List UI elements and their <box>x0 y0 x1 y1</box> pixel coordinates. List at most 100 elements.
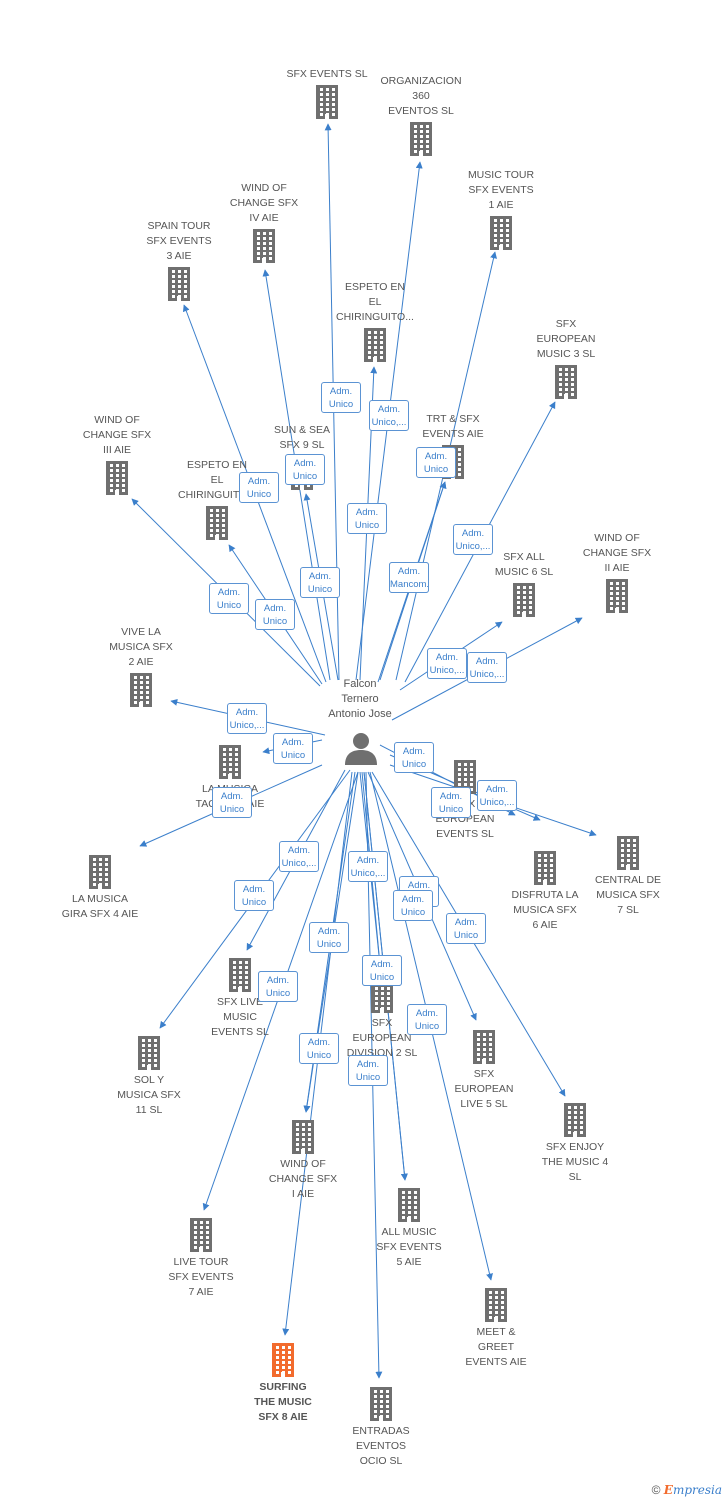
company-node-central-7[interactable]: CENTRAL DE MUSICA SFX 7 SL <box>573 836 683 918</box>
role-badge-2[interactable]: Adm. Unico <box>416 447 456 478</box>
company-node-disfruta-6[interactable]: DISFRUTA LA MUSICA SFX 6 AIE <box>490 851 600 933</box>
role-badge-8[interactable]: Adm. Unico <box>209 583 249 614</box>
role-badge-31[interactable]: Adm. Unico <box>393 890 433 921</box>
role-badge-11[interactable]: Adm. Unico,... <box>427 648 467 679</box>
role-badge-1[interactable]: Adm. Unico,... <box>369 400 409 431</box>
role-badge-16[interactable]: Adm. Unico <box>394 742 434 773</box>
role-badge-23[interactable]: Adm. Unico,... <box>348 851 388 882</box>
building-icon <box>327 979 437 1013</box>
role-badge-4[interactable]: Adm. Unico <box>239 472 279 503</box>
company-node-sfx-enjoy-4[interactable]: SFX ENJOY THE MUSIC 4 SL <box>520 1103 630 1185</box>
building-icon <box>320 328 430 362</box>
role-badge-33[interactable]: Adm. Unico <box>362 955 402 986</box>
company-label: WIND OF CHANGE SFX II AIE <box>582 532 652 574</box>
company-label: SURFING THE MUSIC SFX 8 AIE <box>254 1381 312 1423</box>
company-label: ORGANIZACION 360 EVENTOS SL <box>380 75 462 117</box>
company-label: SFX ENJOY THE MUSIC 4 SL <box>541 1141 609 1183</box>
company-label: WIND OF CHANGE SFX IV AIE <box>229 182 299 224</box>
company-node-sfx-live-music[interactable]: SFX LIVE MUSIC EVENTS SL <box>185 958 295 1040</box>
company-node-live-tour-7[interactable]: LIVE TOUR SFX EVENTS 7 AIE <box>146 1218 256 1300</box>
building-icon <box>441 1288 551 1322</box>
company-label: SFX EUROPEAN DIVISION 2 SL <box>346 1017 418 1059</box>
role-badge-30[interactable]: Adm. Unico <box>348 1055 388 1086</box>
role-badge-0[interactable]: Adm. Unico <box>321 382 361 413</box>
company-label: TRT & SFX EVENTS AIE <box>422 413 484 440</box>
building-icon <box>469 583 579 617</box>
company-node-sol-musica-11[interactable]: SOL Y MUSICA SFX 11 SL <box>94 1036 204 1118</box>
role-badge-17[interactable]: Adm. Unico <box>431 787 471 818</box>
building-icon <box>62 461 172 495</box>
company-node-entradas-ocio[interactable]: ENTRADAS EVENTOS OCIO SL <box>326 1387 436 1469</box>
role-badge-9[interactable]: Adm. Unico <box>285 454 325 485</box>
role-badge-3[interactable]: Adm. Unico <box>300 567 340 598</box>
building-icon <box>366 122 476 156</box>
company-node-wind-change-iii[interactable]: WIND OF CHANGE SFX III AIE <box>62 413 172 495</box>
company-label: MUSIC TOUR SFX EVENTS 1 AIE <box>467 169 535 211</box>
building-icon <box>94 1036 204 1070</box>
company-label: SFX EUROPEAN LIVE 5 SL <box>454 1068 514 1110</box>
building-icon <box>185 958 295 992</box>
company-node-sfx-all-music-6[interactable]: SFX ALL MUSIC 6 SL <box>469 550 579 617</box>
role-badge-21[interactable]: Adm. Unico <box>234 880 274 911</box>
empresia-logo[interactable]: Empresia <box>663 1483 722 1497</box>
building-icon <box>175 745 285 779</box>
role-badge-18[interactable]: Adm. Unico,... <box>477 780 517 811</box>
role-badge-14[interactable]: Adm. Unico,... <box>227 703 267 734</box>
company-node-espeto-2[interactable]: ESPETO EN EL CHIRINGUITO... <box>162 458 272 540</box>
company-node-sfx-european-live-5[interactable]: SFX EUROPEAN LIVE 5 SL <box>429 1030 539 1112</box>
role-badge-15[interactable]: Adm. Unico <box>273 733 313 764</box>
company-label: ALL MUSIC SFX EVENTS 5 AIE <box>376 1226 442 1268</box>
role-badge-29[interactable]: Adm. Unico <box>299 1033 339 1064</box>
building-icon <box>209 229 319 263</box>
role-badge-12[interactable]: Adm. Mancom. <box>389 562 429 593</box>
company-node-sfx-european-music-3[interactable]: SFX EUROPEAN MUSIC 3 SL <box>511 317 621 399</box>
person-icon[interactable] <box>341 729 381 769</box>
building-icon <box>162 506 272 540</box>
building-icon <box>326 1387 436 1421</box>
company-node-wind-change-ii[interactable]: WIND OF CHANGE SFX II AIE <box>562 531 672 613</box>
building-icon <box>86 673 196 707</box>
company-label: SFX EUROPEAN MUSIC 3 SL <box>536 318 596 360</box>
company-node-organizacion-360[interactable]: ORGANIZACION 360 EVENTOS SL <box>366 74 476 156</box>
company-node-espeto-1[interactable]: ESPETO EN EL CHIRINGUITO... <box>320 280 430 362</box>
company-label: SPAIN TOUR SFX EVENTS 3 AIE <box>146 220 212 262</box>
company-label: SUN & SEA SFX 9 SL <box>273 424 331 451</box>
building-icon <box>45 855 155 889</box>
company-node-wind-change-iv[interactable]: WIND OF CHANGE SFX IV AIE <box>209 181 319 263</box>
company-node-spain-tour-3[interactable]: SPAIN TOUR SFX EVENTS 3 AIE <box>124 219 234 301</box>
building-icon <box>562 579 672 613</box>
company-label: DISFRUTA LA MUSICA SFX 6 AIE <box>511 889 579 931</box>
role-badge-22[interactable]: Adm. Unico <box>309 922 349 953</box>
company-node-sfx-european-division-2[interactable]: SFX EUROPEAN DIVISION 2 SL <box>327 979 437 1061</box>
copyright-symbol: © <box>651 1483 661 1497</box>
building-icon <box>446 216 556 250</box>
role-badge-20[interactable]: Adm. Unico,... <box>279 841 319 872</box>
role-badge-6[interactable]: Adm. Unico,... <box>453 524 493 555</box>
role-badge-19[interactable]: Adm. Unico <box>212 787 252 818</box>
building-icon <box>354 1188 464 1222</box>
building-icon <box>228 1343 338 1377</box>
company-label: LIVE TOUR SFX EVENTS 7 AIE <box>168 1256 234 1298</box>
company-node-vive-musica-2[interactable]: VIVE LA MUSICA SFX 2 AIE <box>86 625 196 707</box>
company-node-all-music-5[interactable]: ALL MUSIC SFX EVENTS 5 AIE <box>354 1188 464 1270</box>
company-node-wind-change-i[interactable]: WIND OF CHANGE SFX I AIE <box>248 1120 358 1202</box>
company-node-la-musica-gira-4[interactable]: LA MUSICA GIRA SFX 4 AIE <box>45 855 155 922</box>
person-name[interactable]: Falcon Ternero Antonio Jose <box>328 678 392 720</box>
company-node-music-tour-1[interactable]: MUSIC TOUR SFX EVENTS 1 AIE <box>446 168 556 250</box>
role-badge-10[interactable]: Adm. Unico <box>255 599 295 630</box>
role-badge-32[interactable]: Adm. Unico <box>258 971 298 1002</box>
role-badge-13[interactable]: Adm. Unico,... <box>467 652 507 683</box>
building-icon <box>124 267 234 301</box>
role-badge-25[interactable]: Adm. Unico <box>446 913 486 944</box>
company-label: SOL Y MUSICA SFX 11 SL <box>117 1074 181 1116</box>
role-badge-5[interactable]: Adm. Unico <box>347 503 387 534</box>
company-node-sfx-events[interactable]: SFX EVENTS SL <box>272 67 382 119</box>
building-icon <box>490 851 600 885</box>
role-badge-28[interactable]: Adm. Unico <box>407 1004 447 1035</box>
company-node-surfing-8[interactable]: SURFING THE MUSIC SFX 8 AIE <box>228 1343 338 1425</box>
company-label: ESPETO EN EL CHIRINGUITO... <box>336 281 414 323</box>
building-icon <box>272 85 382 119</box>
building-icon <box>248 1120 358 1154</box>
company-label: VIVE LA MUSICA SFX 2 AIE <box>109 626 173 668</box>
company-node-meet-greet[interactable]: MEET & GREET EVENTS AIE <box>441 1288 551 1370</box>
